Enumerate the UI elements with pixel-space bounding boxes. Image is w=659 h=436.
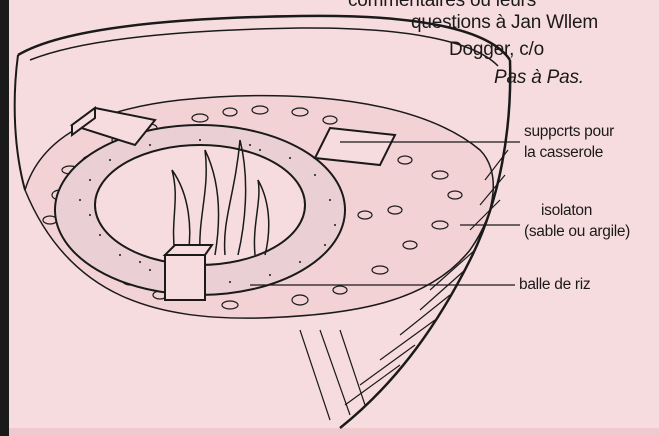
basin-left-wall xyxy=(13,54,26,191)
label-supports-line-2: la casserole xyxy=(524,144,604,161)
header-line-4: Pas à Pas. xyxy=(494,67,584,88)
basin-hatching xyxy=(299,149,509,421)
pan-supports xyxy=(69,106,397,301)
label-insulation-line-2: (sable ou argile) xyxy=(524,223,631,240)
basin-rim-inner xyxy=(29,27,499,67)
basin-rim xyxy=(17,14,512,61)
header-line-1: commentaires ou leurs xyxy=(348,0,536,11)
header-line-3: Dogger, c/o xyxy=(449,39,544,60)
label-husk: balle de riz xyxy=(519,276,591,293)
page-bottom-band xyxy=(9,428,659,436)
page-left-border xyxy=(0,0,9,436)
label-supports-line-1: suppcrts pour xyxy=(524,123,615,140)
header-line-2: questions à Jan Wllem xyxy=(411,12,598,33)
fire-flames xyxy=(171,139,270,256)
basin-right-wall xyxy=(339,59,512,429)
label-insulation-line-1: isolaton xyxy=(541,202,593,219)
